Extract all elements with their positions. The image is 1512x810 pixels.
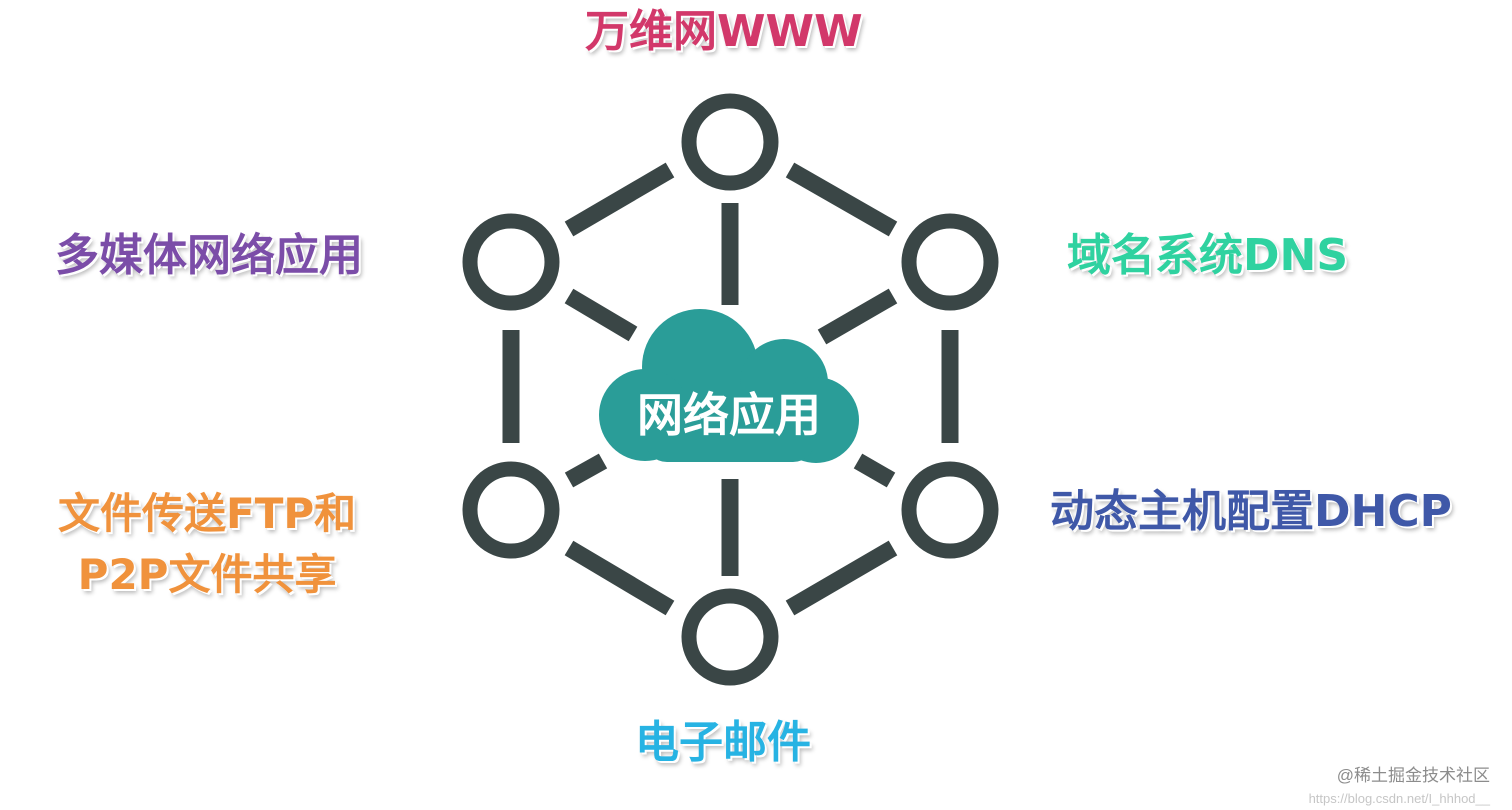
- cloud: 网络应用: [599, 309, 859, 463]
- network-nodes: [462, 93, 999, 686]
- network-edges: [502, 162, 959, 616]
- label-ftp-line-2: P2P文件共享: [77, 549, 337, 599]
- spoke-lower-right: [853, 453, 896, 488]
- edge-lower-right-to-bottom: [785, 540, 898, 616]
- cloud-icon: [599, 309, 859, 463]
- node-top: [681, 93, 779, 191]
- label-email: 电子邮件: [635, 717, 811, 768]
- edge-top-to-upper-right: [785, 162, 898, 237]
- label-ftp-line-1: 文件传送FTP和: [58, 489, 357, 538]
- watermark-url: https://blog.csdn.net/I_hhhod__: [1308, 791, 1490, 806]
- spoke-upper-right: [817, 288, 898, 345]
- label-multimedia: 多媒体网络应用: [55, 230, 363, 281]
- node-upper-left: [462, 213, 560, 311]
- label-www: 万维网WWW: [585, 6, 863, 57]
- node-lower-right: [901, 461, 999, 559]
- cloud-label: 网络应用: [637, 388, 821, 442]
- spoke-upper-left: [564, 288, 638, 342]
- label-dns: 域名系统DNS: [1067, 230, 1349, 281]
- label-dhcp: 动态主机配置DHCP: [1050, 486, 1452, 537]
- label-ftp-p2p: 文件传送FTP和 P2P文件共享: [58, 484, 356, 606]
- node-upper-right: [901, 213, 999, 311]
- edge-bottom-to-lower-left: [564, 540, 675, 616]
- edge-upper-left-to-top: [564, 162, 675, 237]
- spoke-lower-left: [564, 453, 608, 488]
- watermark-site: @稀土掘金技术社区: [1336, 766, 1490, 785]
- node-lower-left: [462, 461, 560, 559]
- node-bottom: [681, 588, 779, 686]
